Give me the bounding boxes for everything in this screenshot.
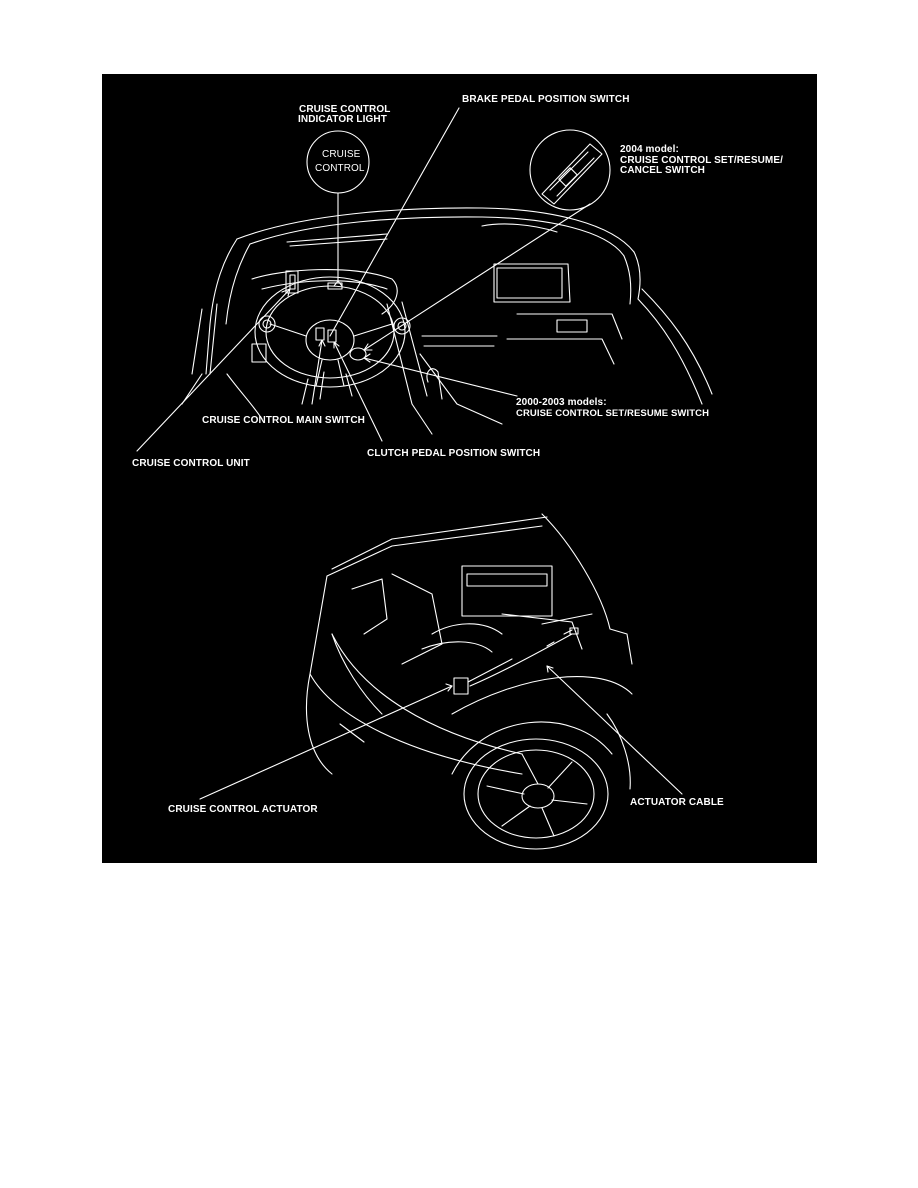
label-2000-models: 2000-2003 models: <box>516 397 607 408</box>
label-indicator-light-line1: CRUISE CONTROL <box>299 104 391 115</box>
label-brake-switch: BRAKE PEDAL POSITION SWITCH <box>462 94 630 105</box>
diagram-drawing <box>136 107 713 850</box>
indicator-text-line1: CRUISE <box>322 149 361 160</box>
leader-main-switch <box>311 339 323 405</box>
dashboard-illustration <box>181 207 713 435</box>
label-2000-switch: CRUISE CONTROL SET/RESUME SWITCH <box>516 408 710 419</box>
label-actuator-cable: ACTUATOR CABLE <box>630 797 724 808</box>
label-2004-switch-line2: CANCEL SWITCH <box>620 165 706 176</box>
diagram-panel: CRUISE CONTROL CRUISE CONTROL INDICATOR … <box>102 74 817 863</box>
actuator-box <box>453 677 469 695</box>
leader-2000-switch <box>363 357 518 397</box>
label-2004-switch-line1: CRUISE CONTROL SET/RESUME/ <box>620 155 783 166</box>
label-indicator-light-line2: INDICATOR LIGHT <box>298 114 387 125</box>
switch-2004-callout-circle <box>529 129 611 211</box>
indicator-light-callout-circle <box>306 130 370 194</box>
indicator-text-line2: CONTROL <box>315 163 365 174</box>
label-main-switch: CRUISE CONTROL MAIN SWITCH <box>202 415 365 426</box>
label-clutch-switch: CLUTCH PEDAL POSITION SWITCH <box>367 448 541 459</box>
leader-2004-switch <box>363 203 591 351</box>
leader-brake-switch <box>329 107 460 337</box>
leader-actuator <box>199 685 453 800</box>
label-control-unit: CRUISE CONTROL UNIT <box>132 458 250 469</box>
leader-clutch-switch <box>333 341 383 442</box>
leader-actuator-cable <box>546 665 683 795</box>
label-2004-model: 2004 model: <box>620 144 679 155</box>
leader-indicator-arrow <box>333 280 343 287</box>
actuator-cable <box>469 633 573 687</box>
leader-control-unit <box>136 288 291 452</box>
label-actuator: CRUISE CONTROL ACTUATOR <box>168 804 318 815</box>
engine-bay-illustration <box>305 513 633 850</box>
